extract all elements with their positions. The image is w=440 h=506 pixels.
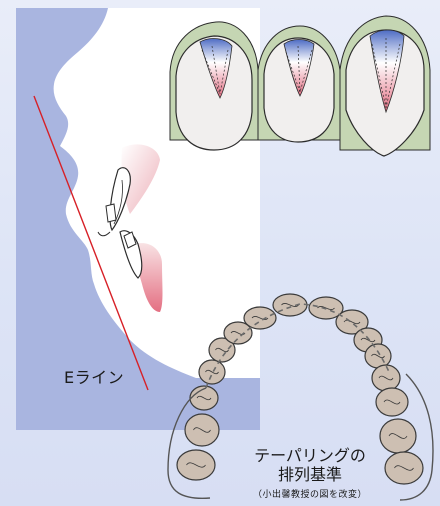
tooth-cross-section-left <box>170 22 258 150</box>
source-note: （小出馨教授の図を改変） <box>240 487 380 500</box>
tooth-cross-section-right <box>340 16 430 156</box>
e-line-label: Eライン <box>64 364 124 388</box>
caption-line-1: テーパリングの <box>240 446 380 465</box>
upper-bracket <box>106 204 116 222</box>
tapering-caption: テーパリングの 排列基準 （小出馨教授の図を改変） <box>240 446 380 500</box>
caption-line-2: 排列基準 <box>240 465 380 484</box>
tooth-cross-section-center <box>258 26 340 142</box>
